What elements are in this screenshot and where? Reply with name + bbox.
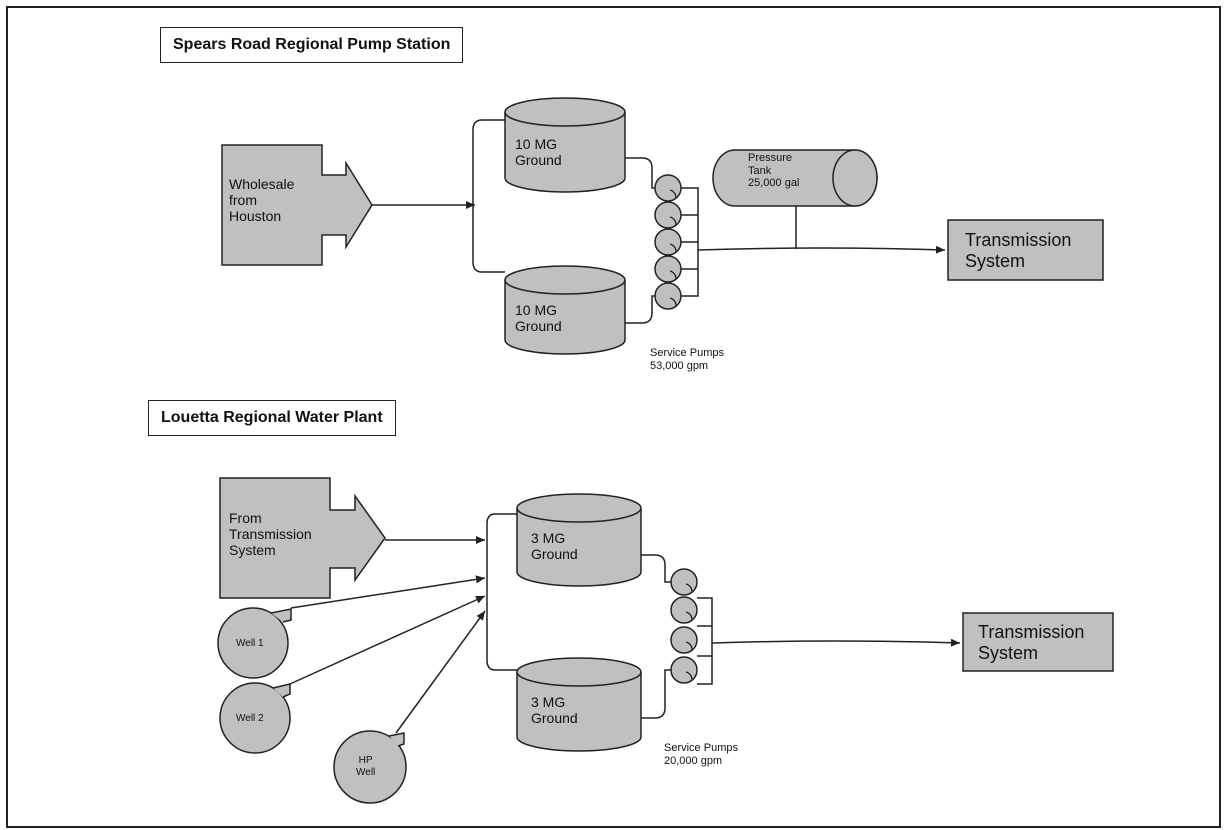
service-pumps-louetta-label: Service Pumps 20,000 gpm — [664, 742, 738, 767]
spears-outlet-piping — [625, 157, 946, 324]
well-1-shape — [217, 607, 292, 679]
louetta-inlet-piping — [289, 513, 517, 734]
pressure-tank — [712, 149, 878, 207]
tank-3mg-top-label: 3 MG Ground — [531, 530, 578, 563]
spears-title: Spears Road Regional Pump Station — [160, 27, 464, 63]
well-1-label: Well 1 — [236, 638, 264, 649]
well-2-label: Well 2 — [236, 713, 264, 724]
wholesale-source-shape — [221, 144, 373, 266]
service-pumps-spears-label: Service Pumps 53,000 gpm — [650, 347, 724, 372]
from-transmission-label: From Transmission System — [229, 510, 312, 559]
from-transmission-source-shape — [219, 477, 386, 599]
tank-10mg-top-label: 10 MG Ground — [515, 136, 562, 169]
louetta-title: Louetta Regional Water Plant — [148, 400, 396, 436]
transmission-system-top-label: Transmission System — [965, 230, 1072, 271]
tank-10mg-bottom-label: 10 MG Ground — [515, 302, 562, 335]
tank-10mg-bottom — [504, 265, 626, 355]
transmission-system-bottom-label: Transmission System — [978, 622, 1085, 663]
tank-3mg-bottom-label: 3 MG Ground — [531, 694, 578, 727]
spears-inlet-piping — [372, 119, 505, 273]
well-2-shape — [219, 682, 291, 754]
pressure-tank-label: Pressure Tank 25,000 gal — [748, 152, 800, 190]
transmission-system-bottom-box — [962, 612, 1114, 672]
louetta-outlet-piping — [641, 554, 961, 719]
tank-3mg-bottom — [516, 657, 642, 752]
service-pumps-spears — [654, 174, 682, 310]
service-pumps-louetta — [670, 568, 698, 684]
hp-well-label: HP Well — [356, 755, 376, 778]
hp-well-shape — [333, 730, 407, 804]
tank-10mg-top — [504, 97, 626, 193]
wholesale-source-label: Wholesale from Houston — [229, 176, 295, 225]
transmission-system-top-box — [947, 219, 1104, 281]
tank-3mg-top — [516, 493, 642, 587]
